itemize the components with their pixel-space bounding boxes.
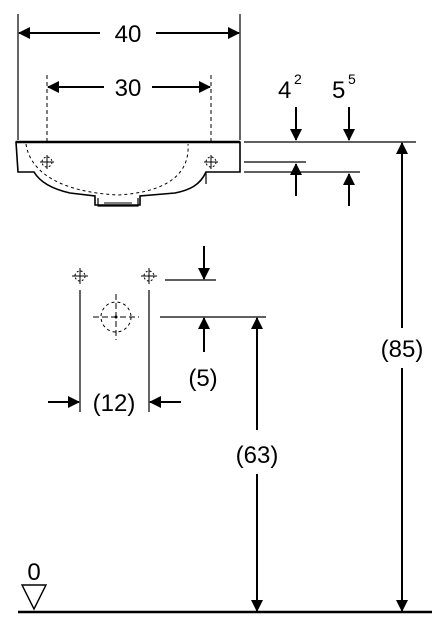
dimension-5: (5) (188, 246, 218, 392)
level-marker-icon (20, 584, 48, 611)
washbasin-section (15, 140, 241, 207)
basin-bowl-dashed (25, 143, 189, 196)
floor-reference: 0 (18, 559, 432, 614)
dimension-label-30: 30 (115, 75, 142, 102)
dimension-label-5-offset: (5) (188, 365, 217, 392)
basin-outline (15, 141, 241, 206)
dimension-63: (63) (236, 317, 279, 612)
dimension-label-4-superscript: 2 (294, 71, 302, 87)
supply-point-left (72, 268, 88, 284)
supply-point-right (141, 268, 157, 284)
dimension-85: (85) (381, 142, 424, 612)
dimension-12: (12) (48, 390, 181, 417)
basin-drain (97, 198, 139, 207)
dimension-label-5: 5 (332, 77, 345, 104)
fixing-point-left (40, 155, 54, 169)
dimension-label-4: 4 (278, 77, 291, 104)
fixing-point-right (204, 155, 218, 169)
dimension-label-40: 40 (115, 21, 142, 48)
dimension-label-63: (63) (236, 442, 279, 469)
dimension-label-85: (85) (381, 336, 424, 363)
dimension-30: 30 (46, 75, 212, 160)
dimension-40: 40 (17, 14, 241, 140)
waste-outlet-point (93, 294, 139, 340)
dimension-label-5-superscript: 5 (348, 71, 356, 87)
dimension-5-5: 5 5 (332, 71, 356, 206)
dimension-label-12: (12) (93, 390, 136, 417)
floor-level-label: 0 (27, 559, 40, 586)
waste-positions (72, 268, 266, 412)
dimension-4-2: 4 2 (278, 71, 302, 196)
